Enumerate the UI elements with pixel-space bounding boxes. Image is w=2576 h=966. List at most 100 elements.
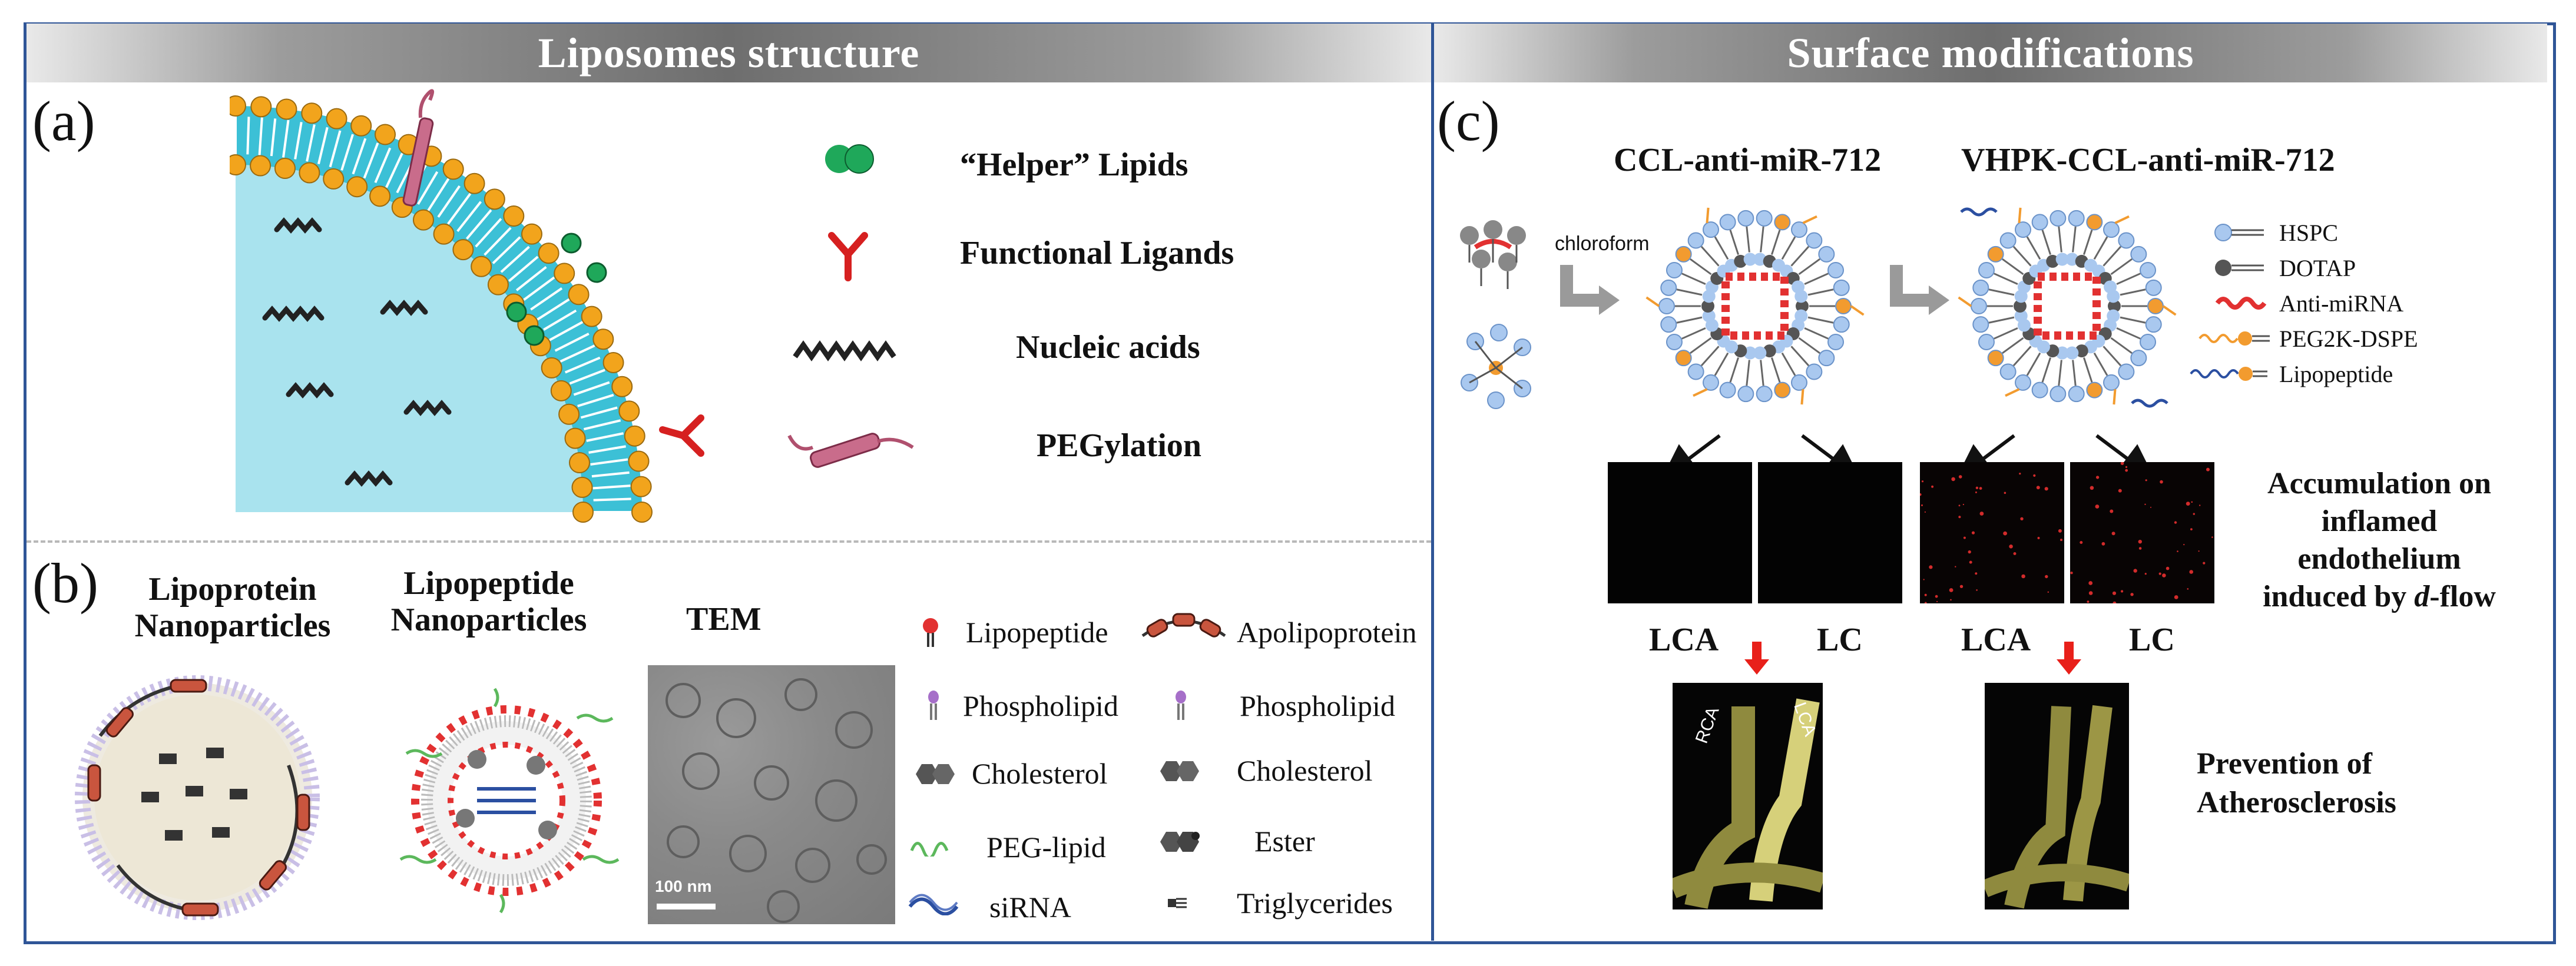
lipid-head-outer: [1818, 245, 1835, 263]
lipid-head-outer: [1666, 261, 1683, 278]
lipid-head-outer: [2015, 221, 2031, 238]
fluorescence-speck: [2158, 572, 2161, 575]
lipid-tail: [456, 201, 482, 233]
accumulation-line1: Accumulation on: [2267, 467, 2491, 500]
peg-chain: [1693, 388, 1708, 397]
lipid-head: [630, 476, 652, 497]
lipoprotein-title: Lipoprotein Nanoparticles: [109, 571, 356, 644]
fluorescence-speck: [2198, 550, 2200, 552]
lipid-head-outer: [1687, 363, 1704, 380]
fluorescence-speck: [2120, 462, 2124, 465]
accumulation-line4: induced by d-flow: [2232, 578, 2527, 616]
fluorescence-speck: [2070, 572, 2073, 575]
lipid-head-inner: [1763, 344, 1776, 358]
lipid-tail: [352, 138, 367, 175]
lipid-head-inner: [2014, 300, 2027, 313]
lipid-tail: [1760, 226, 1764, 253]
lipid-head: [503, 205, 525, 227]
lipid-head: [301, 102, 323, 124]
lipid-tail: [500, 245, 530, 273]
lipid-head-outer: [1978, 334, 1995, 351]
peg-chain: [1850, 305, 1865, 316]
lipopeptide-line1: Lipopeptide: [403, 565, 574, 602]
lipid-tail: [363, 142, 379, 179]
lipid-head: [230, 154, 246, 175]
phospholipid-icon-left: [928, 691, 939, 720]
fluorescence-speck: [2110, 509, 2114, 513]
pegylation-icon: [787, 433, 914, 468]
lipopeptide-icon: [923, 618, 938, 647]
peg-chain: [1802, 215, 1817, 224]
accumulation-line2: inflamed: [2321, 504, 2438, 538]
lipoprotein-nanoparticle: [75, 675, 320, 920]
lipid-head-inner: [2055, 253, 2069, 266]
lipid-head-outer: [1818, 350, 1835, 367]
functional-ligand: [659, 414, 704, 457]
fluorescence-vhpk-lc: [2070, 462, 2214, 605]
aorta-image-vhpk: [1985, 683, 2129, 909]
lipid-head-outer: [1660, 279, 1677, 296]
header-liposomes-structure: Liposomes structure: [27, 24, 1431, 82]
prevention-line1: Prevention of: [2197, 747, 2372, 781]
peg-chain: [1958, 296, 1972, 307]
lipid-head-outer: [1987, 350, 2004, 367]
ccl-liposome: [1645, 207, 1865, 405]
panel-ab-divider: [27, 540, 1431, 543]
lipid-tail: [2012, 346, 2032, 367]
fluorescence-speck: [2113, 601, 2117, 605]
lipid-head: [568, 452, 590, 474]
lipid-head-outer: [1827, 261, 1845, 278]
peg-chain: [2113, 389, 2117, 405]
lipid-tail: [1746, 360, 1750, 386]
fluorescence-speck: [2206, 467, 2210, 472]
legend-functional-ligands: Functional Ligands: [960, 235, 1234, 271]
fluorescence-speck: [1975, 486, 1979, 489]
lipid-head-outer: [1806, 232, 1823, 249]
dotap-icon: [2215, 260, 2264, 276]
lipid-head: [538, 243, 559, 264]
process-arrow-1: [1560, 265, 1620, 315]
lipid-tail: [385, 152, 403, 188]
apolipoprotein-icon: [1141, 613, 1226, 638]
legend-anti-mirna: Anti-miRNA: [2279, 290, 2404, 317]
lipid-head-outer: [1675, 350, 1692, 367]
lipid-tail: [306, 124, 316, 162]
lipid-head: [326, 108, 347, 130]
lipid-head: [487, 274, 509, 296]
red-arrow-2: [2057, 642, 2081, 675]
lipid-tail: [1746, 226, 1750, 253]
lipid-head: [250, 96, 272, 118]
fluorescence-speck: [2003, 531, 2007, 536]
lipid-head-inner: [1794, 290, 1808, 303]
lipid-tail: [294, 122, 303, 160]
lipid-tail: [508, 255, 539, 282]
lipid-head-outer: [1687, 232, 1704, 249]
lipid-head: [369, 185, 391, 207]
legend-phospholipid-right: Phospholipid: [1240, 689, 1395, 722]
title-vhpk-ccl-anti-mir: VHPK-CCL-anti-miR-712: [1961, 142, 2335, 178]
fluorescence-speck: [2125, 466, 2128, 468]
lipid-head: [558, 403, 580, 425]
panel-divider: [1431, 22, 1434, 941]
legend-helper-lipids: “Helper” Lipids: [960, 147, 1188, 183]
lipid-head-outer: [1835, 298, 1852, 314]
lipid-head: [568, 284, 590, 306]
lipid-head: [452, 239, 474, 261]
lipid-tail: [1994, 273, 2018, 285]
lipid-head-outer: [1972, 279, 1989, 296]
lipid-head: [250, 155, 271, 177]
lipid-head-outer: [2049, 386, 2067, 403]
liposome-membrane-illustration: [230, 89, 704, 523]
lipid-tail: [1681, 327, 1706, 340]
fluorescence-speck: [2058, 529, 2062, 533]
lipid-tail: [515, 265, 547, 291]
peg-chain: [1706, 207, 1710, 223]
legend-peg2k-dspe: PEG2K-DSPE: [2279, 326, 2418, 352]
fluorescence-speck: [2174, 521, 2177, 524]
lipid-head-outer: [1737, 386, 1754, 403]
lipid-head-inner: [2014, 309, 2028, 323]
lipid-head: [624, 425, 645, 447]
fluorescence-speck: [1950, 599, 1952, 601]
legend-peg-lipid: PEG-lipid: [986, 831, 1106, 864]
fluorescence-speck: [2021, 574, 2025, 579]
